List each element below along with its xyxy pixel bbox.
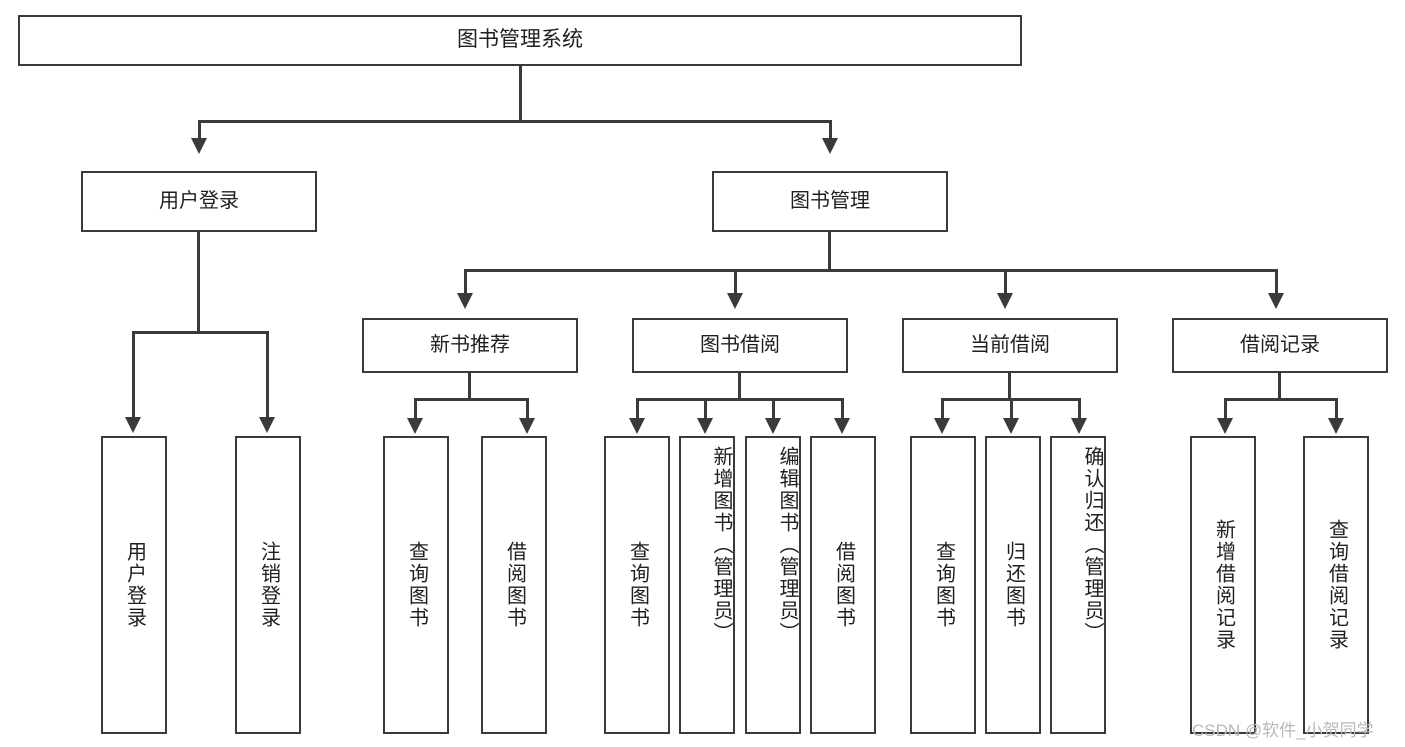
connector-current-drop-1: [941, 398, 944, 420]
connector-borrow-drop-3: [772, 398, 775, 420]
connector-user-login-drop-2: [266, 331, 269, 419]
arrow-to-leaf-query-book-c: [934, 418, 950, 434]
connector-record-drop-2: [1335, 398, 1338, 420]
leaf-add-book-admin[interactable]: 新增图书（管理员）: [679, 436, 735, 734]
leaf-borrow-book-borrow[interactable]: 借阅图书: [810, 436, 876, 734]
arrow-to-leaf-query-book-b: [629, 418, 645, 434]
connector-book-mgmt-drop-3: [1004, 269, 1007, 295]
arrow-to-book-borrow: [727, 293, 743, 309]
connector-book-mgmt-drop-4: [1275, 269, 1278, 295]
leaf-query-book-current[interactable]: 查询图书: [910, 436, 976, 734]
arrow-root-to-user-login: [191, 138, 207, 154]
connector-record-drop-1: [1224, 398, 1227, 420]
connector-user-login-drop-1: [132, 331, 135, 419]
arrow-to-leaf-confirm-return: [1071, 418, 1087, 434]
arrow-to-leaf-user-login: [125, 417, 141, 433]
arrow-to-leaf-edit-book: [765, 418, 781, 434]
leaf-borrow-book-recommend[interactable]: 借阅图书: [481, 436, 547, 734]
connector-borrow-bus: [636, 398, 844, 401]
arrow-to-leaf-query-record: [1328, 418, 1344, 434]
connector-recommend-stem: [468, 373, 471, 400]
connector-root-to-user-login: [198, 120, 201, 140]
arrow-to-leaf-add-book: [697, 418, 713, 434]
node-user-login[interactable]: 用户登录: [81, 171, 317, 232]
connector-book-mgmt-stem: [828, 232, 831, 271]
connector-current-drop-3: [1078, 398, 1081, 420]
leaf-user-login[interactable]: 用户登录: [101, 436, 167, 734]
connector-book-mgmt-drop-1: [464, 269, 467, 295]
arrow-to-leaf-borrow-book-a: [519, 418, 535, 434]
connector-user-login-bus: [132, 331, 269, 334]
node-borrow-record[interactable]: 借阅记录: [1172, 318, 1388, 373]
leaf-query-book-recommend[interactable]: 查询图书: [383, 436, 449, 734]
connector-current-stem: [1008, 373, 1011, 400]
node-book-management[interactable]: 图书管理: [712, 171, 948, 232]
connector-borrow-drop-4: [841, 398, 844, 420]
connector-book-mgmt-drop-2: [734, 269, 737, 295]
csdn-watermark: CSDN @软件_小贺同学: [1192, 721, 1374, 740]
connector-recommend-bus: [414, 398, 529, 401]
arrow-to-leaf-add-record: [1217, 418, 1233, 434]
arrow-to-new-book-recommend: [457, 293, 473, 309]
connector-recommend-drop-1: [414, 398, 417, 420]
connector-borrow-stem: [738, 373, 741, 400]
connector-current-drop-2: [1010, 398, 1013, 420]
leaf-query-book-borrow[interactable]: 查询图书: [604, 436, 670, 734]
connector-recommend-drop-2: [526, 398, 529, 420]
connector-borrow-drop-2: [704, 398, 707, 420]
connector-root-to-book-mgmt: [829, 120, 832, 140]
connector-book-mgmt-bus: [464, 269, 1278, 272]
leaf-return-book[interactable]: 归还图书: [985, 436, 1041, 734]
node-book-borrow[interactable]: 图书借阅: [632, 318, 848, 373]
arrow-to-leaf-logout: [259, 417, 275, 433]
arrow-to-leaf-query-book-a: [407, 418, 423, 434]
arrow-root-to-book-mgmt: [822, 138, 838, 154]
node-new-book-recommend[interactable]: 新书推荐: [362, 318, 578, 373]
leaf-add-borrow-record[interactable]: 新增借阅记录: [1190, 436, 1256, 734]
leaf-query-borrow-record[interactable]: 查询借阅记录: [1303, 436, 1369, 734]
connector-record-bus: [1224, 398, 1338, 401]
connector-root-stem: [519, 66, 522, 122]
leaf-logout[interactable]: 注销登录: [235, 436, 301, 734]
connector-borrow-drop-1: [636, 398, 639, 420]
arrow-to-borrow-record: [1268, 293, 1284, 309]
connector-root-bus: [198, 120, 832, 123]
leaf-edit-book-admin[interactable]: 编辑图书（管理员）: [745, 436, 801, 734]
arrow-to-leaf-borrow-book-b: [834, 418, 850, 434]
connector-record-stem: [1278, 373, 1281, 400]
node-current-borrow[interactable]: 当前借阅: [902, 318, 1118, 373]
arrow-to-current-borrow: [997, 293, 1013, 309]
leaf-confirm-return-admin[interactable]: 确认归还（管理员）: [1050, 436, 1106, 734]
connector-user-login-stem: [197, 232, 200, 333]
arrow-to-leaf-return-book: [1003, 418, 1019, 434]
node-root-system[interactable]: 图书管理系统: [18, 15, 1022, 66]
